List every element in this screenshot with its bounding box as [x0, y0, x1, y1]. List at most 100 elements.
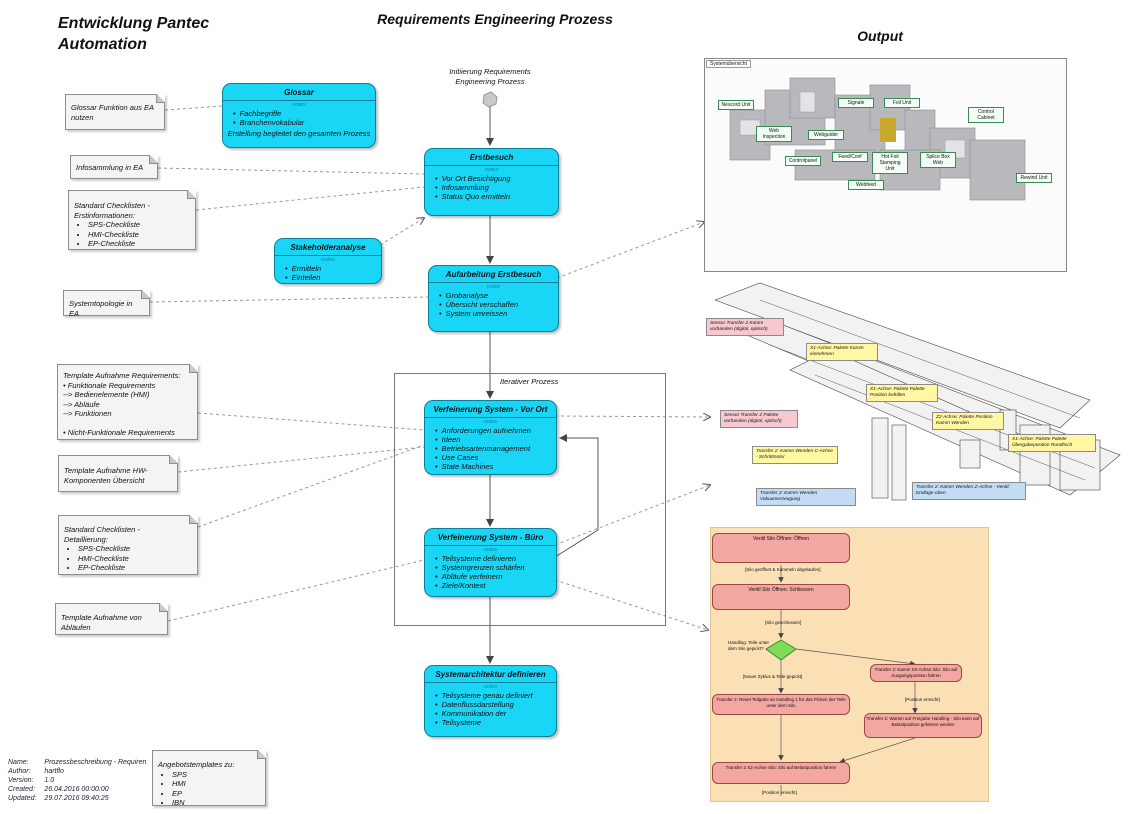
activity-item: Ideen	[442, 435, 556, 444]
sensor-callout[interactable]: X1-Achse: Palette Palette Position befül…	[866, 384, 938, 402]
note-text: nutzen	[71, 112, 94, 122]
state-box[interactable]: Transfer 2: Reset Teilgabe an Handling 1…	[712, 694, 850, 715]
activity-verfeinerung-vor-ort[interactable]: Verfeinerung System - Vor Ort notes Anfo…	[424, 400, 557, 475]
component-label[interactable]: Control Cabinet	[968, 107, 1004, 123]
note-text: Erstinformationen:	[74, 210, 135, 220]
activity-footer: Erstellung begleitet den gesamten Prozes…	[227, 129, 371, 138]
component-label[interactable]: Webguider	[808, 130, 844, 140]
activity-item: Teilsysteme genau definiert	[442, 691, 556, 700]
activity-title: Erstbesuch	[469, 153, 514, 162]
activity-verfeinerung-buero[interactable]: Verfeinerung System - Büro notes Teilsys…	[424, 528, 557, 597]
activity-erstbesuch[interactable]: Erstbesuch notes Vor Ort Besichtigung In…	[424, 148, 559, 216]
activity-notes-label: notes	[292, 102, 306, 108]
activity-title: Stakeholderanalyse	[290, 243, 366, 252]
activity-item: Teilsysteme	[442, 718, 556, 727]
diagram-title-left: Entwicklung Pantec Automation	[58, 13, 209, 55]
activity-aufarbeitung[interactable]: Aufarbeitung Erstbesuch notes Grobanalys…	[428, 265, 559, 332]
sensor-callout[interactable]: Sensor Transfer 2 Palette vorhanden (dig…	[720, 410, 798, 428]
activity-title: Glossar	[284, 88, 314, 97]
start-node	[482, 91, 498, 108]
start-label-line2: Engineering Prozess	[455, 77, 525, 86]
note-template-hw[interactable]: Template Aufnahme HW- Komponenten Übersi…	[58, 455, 178, 492]
state-box[interactable]: Ventil Silo Öffnen: Schliessen	[712, 584, 850, 610]
component-label[interactable]: Signale	[838, 98, 874, 108]
sensor-callout[interactable]: Sensor Transfer 2 Kamm vorhanden (digita…	[706, 318, 784, 336]
component-label[interactable]: Feed/Conf	[832, 152, 868, 162]
activity-item: State Machines	[442, 462, 556, 471]
meta-value: 26.04.2016 00:00:00	[44, 786, 109, 793]
activity-glossar[interactable]: Glossar notes Fachbegriffe Branchenvokab…	[222, 83, 376, 148]
note-text: Template Aufnahme von	[61, 613, 142, 622]
activity-item: Anforderungen aufnehmen	[442, 426, 556, 435]
note-item: EP	[172, 789, 260, 799]
transition-guard: Handling: Teile unter dem Silo gepickt?	[728, 640, 769, 651]
start-node-label: Initiierung Requirements Engineering Pro…	[420, 67, 560, 87]
activity-item: Status Quo ermitteln	[442, 192, 558, 201]
component-label[interactable]: Web Inspection	[756, 126, 792, 142]
note-item: HMI	[172, 779, 260, 789]
note-infosammlung[interactable]: Infosammlung in EA	[70, 155, 158, 179]
component-label[interactable]: Rewind Unit	[1016, 173, 1052, 183]
state-box[interactable]: Transfer 2: Warten auf Freigabe Handling…	[864, 713, 982, 738]
sensor-callout[interactable]: Transfer 2: Kamm Wenden C-Achse - Schrit…	[752, 446, 838, 464]
iterative-process-frame	[394, 373, 666, 626]
state-box[interactable]: Transfer 2 X2-Achse Silo: Silo auf Belas…	[712, 762, 850, 784]
note-text: Template Aufnahme HW-	[64, 466, 148, 475]
activity-item: Einteilen	[292, 273, 381, 282]
sensor-callout[interactable]: X1-Achse: Palette Palette Übergabepositi…	[1008, 434, 1096, 452]
activity-stakeholderanalyse[interactable]: Stakeholderanalyse notes Ermitteln Einte…	[274, 238, 382, 284]
activity-title: Verfeinerung System - Vor Ort	[433, 405, 548, 414]
note-item: SPS-Checkliste	[78, 544, 192, 554]
note-text: Detaillierung:	[64, 534, 108, 544]
sensor-callout[interactable]: Transfer 2: Kamm Wenden Z-Achse - Ventil…	[912, 482, 1026, 500]
title-left-line1: Entwicklung Pantec	[58, 15, 210, 32]
note-checklisten-detail[interactable]: Standard Checklisten - Detaillierung: SP…	[58, 515, 198, 575]
meta-value: 1.0	[44, 777, 55, 784]
activity-item: Fachbegriffe	[240, 109, 375, 118]
note-angebotstemplates[interactable]: Angebotstemplates zu: SPS HMI EP IBN	[152, 750, 266, 807]
activity-systemarchitektur[interactable]: Systemarchitektur definieren notes Teils…	[424, 665, 557, 737]
activity-item: Teilsysteme definieren	[442, 554, 556, 563]
component-label[interactable]: Hot Foil Stamping Unit	[872, 152, 908, 174]
activity-item: Übersicht verschaffen	[446, 300, 558, 309]
note-item: SPS	[172, 770, 260, 780]
note-glossar-ea[interactable]: Glossar Funktion aus EA nutzen	[65, 94, 165, 130]
note-text: --> Funktionen	[63, 409, 112, 418]
note-template-requirements[interactable]: Template Aufnahme Requirements: • Funkti…	[57, 364, 198, 440]
component-label[interactable]: Webfeed	[848, 180, 884, 190]
note-text: Glossar Funktion aus EA	[71, 103, 154, 112]
component-label[interactable]: Nescord Unit	[718, 100, 754, 110]
note-item: HMI-Checkliste	[88, 230, 190, 240]
activity-item: Vor Ort Besichtigung	[442, 174, 558, 183]
activity-item: Abläufe verfeinern	[442, 572, 556, 581]
activity-item: Systemgrenzen schärfen	[442, 563, 556, 572]
sensor-callout[interactable]: X1-Achse: Palette Kamm einnehmen	[806, 343, 878, 361]
note-text: --> Abläufe	[63, 399, 100, 409]
sensor-callout[interactable]: Z2-Achse: Palette Position Kamm Wenden	[932, 412, 1004, 430]
note-item: EP-Checkliste	[88, 239, 190, 249]
note-checklisten-erstinfo[interactable]: Standard Checklisten - Erstinformationen…	[68, 190, 196, 250]
system-overview-tab: Systemübersicht	[706, 60, 751, 68]
meta-value: hartflo	[44, 768, 64, 775]
component-label[interactable]: Splice Box Web	[920, 152, 956, 168]
note-template-ablaeufe[interactable]: Template Aufnahme von Abläufen	[55, 603, 168, 635]
output-title: Output	[857, 28, 903, 44]
meta-key: Updated:	[8, 795, 37, 802]
component-label[interactable]: Foil Unit	[884, 98, 920, 108]
meta-key: Created:	[8, 786, 35, 793]
state-box[interactable]: Transfer 2: Kamm X2-Achse Silo: Silo auf…	[870, 664, 962, 682]
meta-value: Prozessbeschreibung - Requiren	[44, 759, 147, 766]
component-label[interactable]: Controlpanel	[785, 156, 821, 166]
note-systemtopologie[interactable]: Systemtopologie in EA	[63, 290, 150, 318]
activity-title: Systemarchitektur definieren	[435, 670, 546, 679]
note-text: Standard Checklisten -	[74, 201, 150, 210]
sensor-callout[interactable]: Transfer 2: Kamm Wenden Vakuumerzeugung	[756, 488, 856, 506]
activity-notes-label: notes	[483, 547, 498, 553]
note-item: HMI-Checkliste	[78, 554, 192, 564]
transition-guard: [Position erreicht]	[762, 790, 797, 795]
meta-key: Version:	[8, 777, 34, 784]
state-box[interactable]: Ventil Silo Öffnen: Öffnen	[712, 533, 850, 563]
transition-guard: [Neuer Zyklus & Teile gepickt]	[743, 674, 803, 679]
